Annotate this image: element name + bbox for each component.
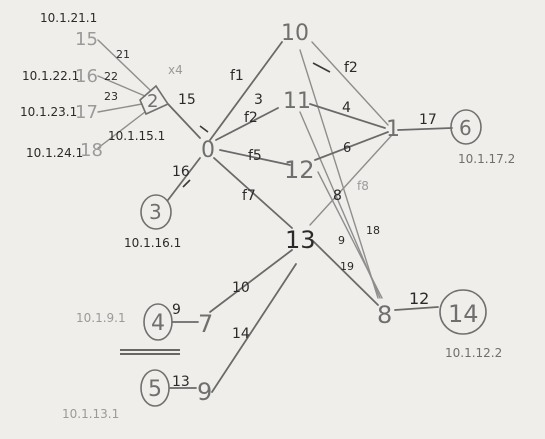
strike-mark [312,62,331,73]
edge-label: 15 [178,92,196,108]
node-4: 4 [151,311,165,336]
edge-label: f2 [244,110,258,126]
edge-label: 4 [342,100,351,116]
edge-0-11 [215,107,279,141]
node-15: 15 [75,29,98,50]
ip-label: 10.1.17.2 [458,152,515,166]
ip-label: 10.1.9.1 [76,311,126,325]
edge-label: f5 [248,148,262,164]
node-0: 0 [201,138,215,163]
node-1: 1 [386,117,400,142]
node-5: 5 [148,377,162,402]
edge-label: f1 [230,68,244,84]
host-14-circle [439,289,487,335]
node-16: 16 [75,66,98,87]
edge-label: f7 [242,188,256,204]
ip-label: 10.1.23.1 [20,105,77,119]
edge-0-10 [209,41,283,141]
ip-label: 10.1.21.1 [40,11,97,25]
edge-label: 14 [232,326,250,342]
ip-label: 10.1.13.1 [62,407,119,421]
node-17: 17 [75,102,98,123]
edge-arrow-mark [182,179,191,188]
node-12: 12 [284,156,315,184]
edge-2-18 [97,111,146,149]
node-11: 11 [283,89,311,114]
node-18: 18 [80,140,103,161]
edge-label: 17 [419,112,437,128]
edge-0-2 [167,103,201,139]
ip-label: 10.1.22.1 [22,69,79,83]
edge-0-12 [219,149,291,166]
node-9: 9 [197,378,212,406]
edge-8-14 [394,306,439,311]
edge-13-8 [311,239,379,306]
edge-arrow-mark [199,125,209,133]
node-6: 6 [459,116,472,140]
edge-label: 6 [343,141,351,156]
edge-label: x4 [168,63,183,77]
node-2: 2 [147,91,158,112]
edge-2-16 [97,75,146,97]
edge-label: 8 [333,188,342,204]
ip-label: 10.1.24.1 [26,146,83,160]
ip-label: 10.1.12.2 [445,346,502,360]
edge-label: 9 [172,302,181,318]
edge-label: f8 [357,179,369,193]
edge-label: f2 [344,60,358,76]
switch-2-shape [139,84,170,116]
edge-label: 3 [254,92,263,108]
node-8: 8 [377,301,392,329]
edge-label: 23 [104,90,118,103]
edge-0-13 [213,157,293,229]
edge-label: 10 [232,280,250,296]
edge-label: 21 [116,48,130,61]
edge-10-8 [299,49,379,299]
node-7: 7 [198,310,213,338]
edge-label: 19 [340,260,354,273]
host-6-circle [450,109,482,145]
edge-11-1 [309,103,386,129]
node-3: 3 [149,200,162,224]
edge-10-1 [311,41,389,126]
edge-13-9 [211,263,297,393]
node-10: 10 [281,21,309,46]
edge-0-3 [167,157,201,201]
edge-2-17 [97,103,143,113]
edge-13-7 [209,249,293,313]
host-3-circle [140,194,172,230]
edge-label: 16 [172,164,190,180]
edge-12-1 [314,131,389,161]
edge-13-1 [309,134,393,226]
node-13: 13 [285,226,316,254]
edge-label: 22 [104,70,118,83]
node-14: 14 [448,300,479,328]
host-4-circle [143,303,173,341]
edge-2-15 [97,39,151,91]
edge-1-6 [397,127,453,131]
host-5-circle [140,369,170,407]
edge-label: 13 [172,374,190,390]
edge-12-8 [317,171,383,299]
edge-label: 18 [366,224,380,237]
ip-label: 10.1.15.1 [108,129,165,143]
ip-label: 10.1.16.1 [124,236,181,250]
edge-label: 12 [409,289,429,308]
edge-label: 9 [338,234,345,247]
